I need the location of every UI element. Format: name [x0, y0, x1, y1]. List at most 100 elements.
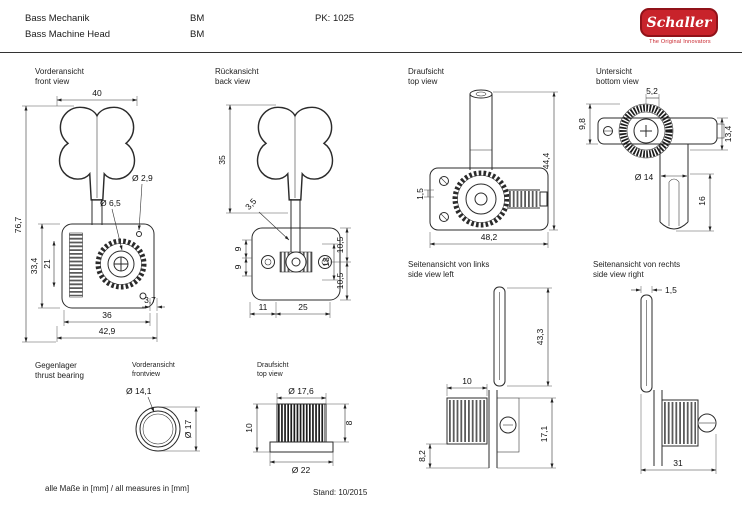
front-housing	[61, 223, 155, 309]
bearing-top-drawing: Ø 17,6 10 8 Ø 22	[244, 386, 354, 475]
dim-back-key-height: 35	[217, 155, 227, 165]
front-key-outline	[58, 106, 136, 201]
product-title-de: Bass Mechanik	[25, 13, 90, 24]
bottom-view-label-en: bottom view	[596, 77, 639, 86]
header-divider	[0, 52, 742, 53]
front-gear-teeth	[95, 238, 147, 290]
bearing-front-label-de: Vorderansicht	[132, 362, 175, 369]
bottom-knob-knurl	[619, 104, 673, 158]
front-view-label-de: Vorderansicht	[35, 67, 84, 76]
front-view-label: Vorderansicht front view	[35, 67, 84, 87]
front-pin-hole	[136, 231, 142, 237]
dim-bearing-outer-dia: Ø 17	[183, 420, 193, 439]
bearing-flange	[269, 441, 334, 453]
dim-front-total-height: 76,7	[13, 216, 23, 233]
back-view-drawing: 35 3,5 9 9 18 10,5 10,5	[217, 104, 351, 318]
dim-side-left-lower-height: 8,2	[417, 450, 427, 462]
dim-top-total-height: 44,4	[541, 152, 551, 169]
dim-front-housing-height: 33,4	[29, 257, 39, 274]
side-right-view-label-de: Seitenansicht von rechts	[593, 260, 681, 269]
bearing-front-drawing: Ø 14,1 Ø 17	[126, 386, 200, 452]
top-screw-lower	[439, 212, 449, 222]
top-gear-teeth	[452, 170, 510, 228]
bearing-inner-circle	[139, 410, 177, 448]
revision-date: Stand: 10/2015	[313, 488, 368, 497]
dim-front-hole-dia: Ø 6,5	[100, 198, 121, 208]
dim-front-mount-width: 36	[102, 310, 112, 320]
front-view-label-en: front view	[35, 77, 70, 86]
dim-bottom-knob-height: 9,8	[577, 118, 587, 130]
bearing-label: Gegenlager thrust bearing	[35, 361, 84, 381]
side-right-view-label: Seitenansicht von rechts side view right	[593, 260, 680, 280]
product-code-en: BM	[190, 29, 205, 40]
dim-side-left-housing-height: 17,1	[539, 425, 549, 442]
dim-bottom-flange-height: 13,4	[723, 125, 733, 142]
dim-bearing-total-height: 10	[244, 423, 254, 433]
dim-back-shaft-dia: 3,5	[243, 196, 259, 212]
top-view-label-de: Draufsicht	[408, 67, 445, 76]
dim-back-hole-spacing: 25	[298, 302, 308, 312]
bearing-label-de: Gegenlager	[35, 361, 77, 370]
top-screw-upper	[439, 176, 449, 186]
bottom-view-label-de: Untersicht	[596, 67, 633, 76]
product-title-en: Bass Machine Head	[25, 29, 111, 40]
side-left-key-blade	[493, 286, 506, 387]
dim-bearing-body-height: 8	[344, 420, 354, 425]
part-number: PK: 1025	[315, 13, 355, 24]
side-right-key-blade	[640, 294, 653, 393]
bottom-view-drawing: 5,2 9,8 13,4 Ø 14 16	[577, 86, 733, 232]
product-code-de: BM	[190, 13, 205, 24]
dim-top-plate-thickness: 1,5	[415, 188, 425, 200]
dim-side-left-knob-width: 10	[462, 376, 472, 386]
dim-front-edge-offset: 3,7	[144, 295, 156, 305]
side-left-view-label-de: Seitenansicht von links	[408, 260, 490, 269]
top-plate	[429, 167, 549, 231]
side-left-view-drawing: 43,3 10 8,2 17,1	[417, 286, 556, 469]
bottom-view-label: Untersicht bottom view	[596, 67, 639, 87]
dim-bottom-post-dia: Ø 14	[635, 172, 654, 182]
dim-front-gear-height: 21	[42, 259, 52, 269]
dim-back-plate-height: 18	[321, 257, 331, 267]
dim-side-right-blade-thickness: 1,5	[665, 285, 677, 295]
top-string-post	[469, 89, 493, 99]
units-note: alle Maße in [mm] / all measures in [mm]	[45, 484, 190, 493]
schaller-logo-text: Schaller	[646, 15, 712, 31]
dim-bearing-inner-dia: Ø 14,1	[126, 386, 152, 396]
back-key-outline	[256, 106, 334, 201]
front-view-drawing: 40 76,7 33,4 21 Ø 6,5 Ø 2,9 3,7	[13, 88, 165, 343]
dim-front-total-width: 42,9	[99, 326, 116, 336]
back-view-label-de: Rückansicht	[215, 67, 259, 76]
back-view-label-en: back view	[215, 77, 251, 86]
dim-back-upper-nine: 9	[233, 246, 243, 251]
dim-back-upper-half: 10,5	[335, 236, 345, 253]
back-view-label: Rückansicht back view	[215, 67, 259, 87]
dim-back-left-offset: 11	[259, 302, 268, 312]
dim-front-key-width: 40	[92, 88, 102, 98]
dim-bearing-flange-dia: Ø 22	[292, 465, 311, 475]
top-view-label: Draufsicht top view	[408, 67, 444, 87]
bearing-label-en: thrust bearing	[35, 371, 84, 380]
dim-bottom-post-length: 16	[697, 196, 707, 206]
side-left-view-label-en: side view left	[408, 270, 454, 279]
bearing-front-label-en: frontview	[132, 371, 161, 378]
side-right-view-label-en: side view right	[593, 270, 644, 279]
bearing-outer-circle	[135, 406, 181, 452]
bearing-top-label-de: Draufsicht	[257, 362, 289, 369]
side-left-view-label: Seitenansicht von links side view left	[408, 260, 489, 280]
schaller-logo-tagline: The Original Innovators	[649, 39, 711, 45]
dim-bottom-knob-offset: 5,2	[646, 86, 658, 96]
dim-top-total-width: 48,2	[481, 232, 498, 242]
bearing-front-label: Vorderansicht frontview	[132, 361, 175, 379]
back-plate	[251, 227, 341, 301]
dim-front-pin-dia: Ø 2,9	[132, 173, 153, 183]
schaller-logo-box: Schaller	[640, 8, 718, 37]
bearing-top-label: Draufsicht top view	[257, 361, 289, 379]
dim-bearing-body-dia: Ø 17,6	[288, 386, 314, 396]
top-view-label-en: top view	[408, 77, 438, 86]
side-right-view-drawing: 1,5 31	[631, 285, 717, 474]
bearing-top-label-en: top view	[257, 371, 283, 378]
schaller-logo: Schaller The Original Innovators	[640, 8, 720, 45]
dim-side-left-key-length: 43,3	[535, 328, 545, 345]
